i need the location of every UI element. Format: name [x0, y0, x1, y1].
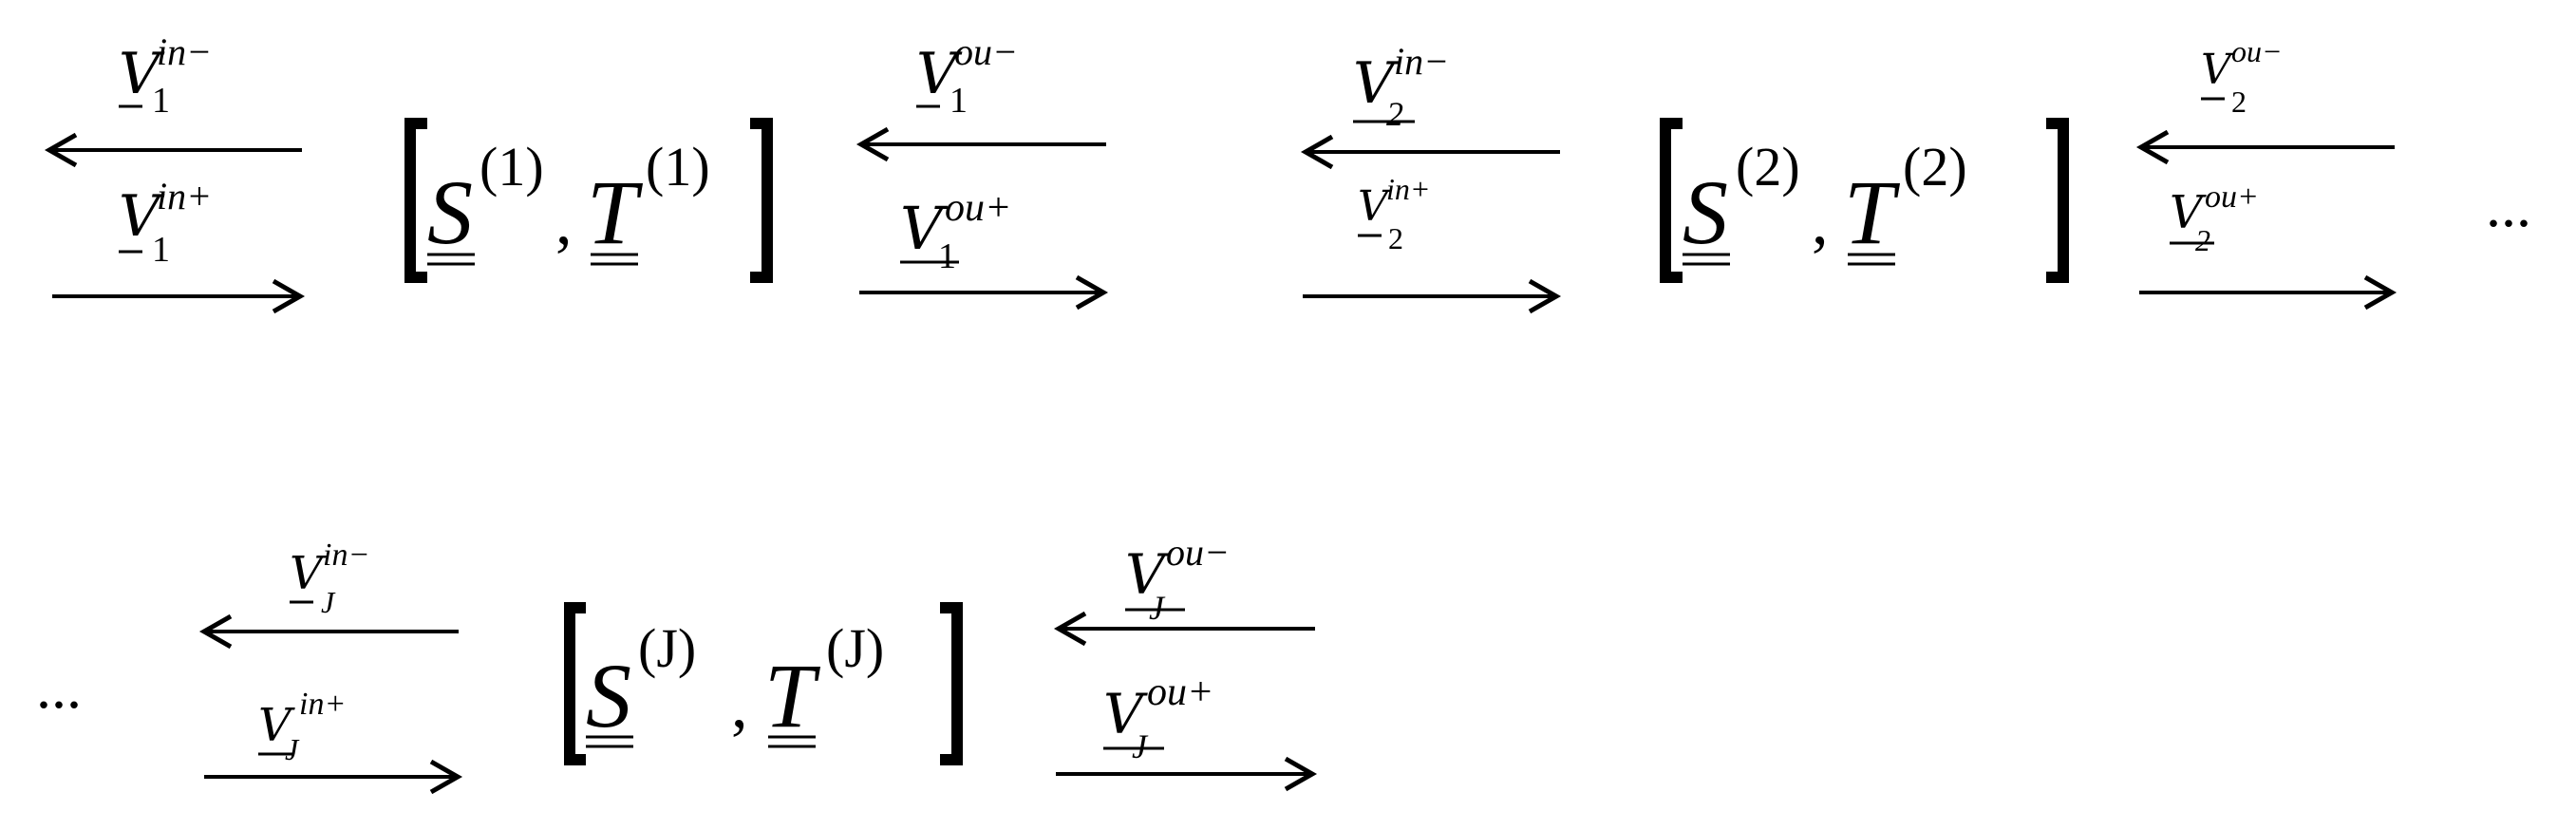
ellipsis-continue: ...	[2486, 172, 2531, 239]
arrowhead-left-icon	[1300, 134, 1334, 170]
arrowhead-right-icon	[2363, 274, 2397, 311]
t-matrix: T	[1844, 161, 1901, 263]
superscript: ou+	[1147, 670, 1213, 714]
variable-base: V	[1358, 182, 1392, 231]
variable-base: V	[900, 194, 949, 263]
superscript: in+	[299, 687, 346, 722]
superscript: ou−	[954, 30, 1018, 73]
superscript: in+	[1386, 172, 1430, 206]
arrowhead-right-icon	[1075, 274, 1109, 311]
s-superscript: (2)	[1736, 136, 1800, 198]
left-bracket	[564, 602, 586, 765]
section-j: ... V in− J V in+ J S (J) , T (J)	[36, 531, 1318, 795]
v-in-minus-label-2: V in− 2	[1353, 40, 1449, 133]
v-in-plus-label-2: V in+ 2	[1358, 172, 1430, 255]
variable-base: V	[916, 41, 963, 107]
subscript: 2	[1386, 95, 1403, 133]
subscript: J	[321, 585, 336, 619]
variable-base: V	[2170, 186, 2207, 239]
section-1: V in− 1 V in+ 1 S (1) , T (1)	[44, 30, 1109, 314]
superscript: in−	[157, 30, 212, 73]
subscript: 1	[938, 236, 956, 276]
superscript: in+	[157, 175, 212, 217]
t-superscript: (J)	[826, 617, 884, 679]
variable-base: V	[1125, 542, 1170, 607]
s-superscript: (1)	[479, 136, 544, 198]
v-in-plus-label-1: V in+ 1	[119, 175, 212, 270]
arrowhead-right-icon	[272, 278, 306, 314]
variable-base: V	[290, 547, 327, 600]
v-ou-minus-label-j: V ou− J	[1125, 531, 1230, 627]
v-in-plus-label-j: V in+ J	[258, 687, 346, 766]
comma: ,	[731, 669, 748, 742]
v-ou-plus-label-j: V ou+ J	[1103, 670, 1213, 765]
superscript: ou+	[945, 186, 1011, 230]
superscript: ou−	[2231, 34, 2283, 68]
block-s-t-1: S (1) , T (1)	[404, 118, 773, 283]
s-superscript: (J)	[638, 617, 696, 679]
variable-base: V	[1103, 682, 1148, 746]
arrowhead-right-icon	[1528, 278, 1562, 314]
block-s-t-2: S (2) , T (2)	[1660, 118, 2069, 283]
comma: ,	[1812, 185, 1829, 258]
arrowhead-left-icon	[44, 132, 78, 168]
t-superscript: (2)	[1903, 136, 1967, 198]
arrowhead-left-icon	[1053, 611, 1087, 647]
right-bracket	[2046, 118, 2069, 283]
arrowhead-left-icon	[856, 126, 890, 162]
subscript: J	[1132, 727, 1149, 765]
superscript: in−	[1394, 40, 1449, 83]
variable-base: V	[1353, 50, 1400, 117]
left-bracket	[404, 118, 427, 283]
block-s-t-j: S (J) , T (J)	[564, 602, 963, 765]
subscript: 1	[152, 81, 170, 121]
subscript: 2	[2195, 223, 2210, 257]
ellipsis-lead: ...	[36, 653, 82, 721]
subscript: 1	[152, 230, 170, 270]
subscript: 1	[950, 81, 968, 121]
v-ou-plus-label-2: V ou+ 2	[2170, 179, 2259, 257]
arrowhead-left-icon	[2135, 129, 2170, 165]
s-matrix: S	[1683, 161, 1728, 263]
v-in-minus-label-j: V in− J	[290, 538, 369, 619]
v-ou-plus-label-1: V ou+ 1	[900, 186, 1011, 276]
arrowhead-left-icon	[198, 613, 233, 650]
superscript: in−	[323, 538, 369, 573]
right-bracket	[940, 602, 963, 765]
t-superscript: (1)	[646, 136, 710, 198]
s-matrix: S	[586, 645, 631, 746]
superscript: ou−	[1166, 531, 1230, 574]
subscript: J	[285, 732, 300, 766]
variable-base: V	[119, 183, 165, 250]
arrowhead-right-icon	[429, 759, 463, 795]
comma: ,	[555, 185, 573, 258]
subscript: 2	[2231, 85, 2247, 119]
arrowhead-right-icon	[1284, 756, 1318, 792]
variable-base: V	[119, 41, 165, 107]
subscript: 2	[1388, 221, 1403, 255]
left-bracket	[1660, 118, 1683, 283]
s-matrix: S	[427, 161, 473, 263]
subscript: J	[1149, 589, 1166, 627]
superscript: ou+	[2205, 179, 2259, 215]
v-in-minus-label-1: V in− 1	[119, 30, 212, 121]
variable-base: V	[258, 699, 295, 752]
v-ou-minus-label-1: V ou− 1	[916, 30, 1018, 121]
right-bracket	[750, 118, 773, 283]
variable-base: V	[2201, 46, 2235, 94]
t-matrix: T	[764, 645, 821, 746]
v-ou-minus-label-2: V ou− 2	[2201, 34, 2283, 119]
t-matrix: T	[587, 161, 644, 263]
section-2: V in− 2 V in+ 2 S (2) , T (2)	[1300, 34, 2531, 314]
